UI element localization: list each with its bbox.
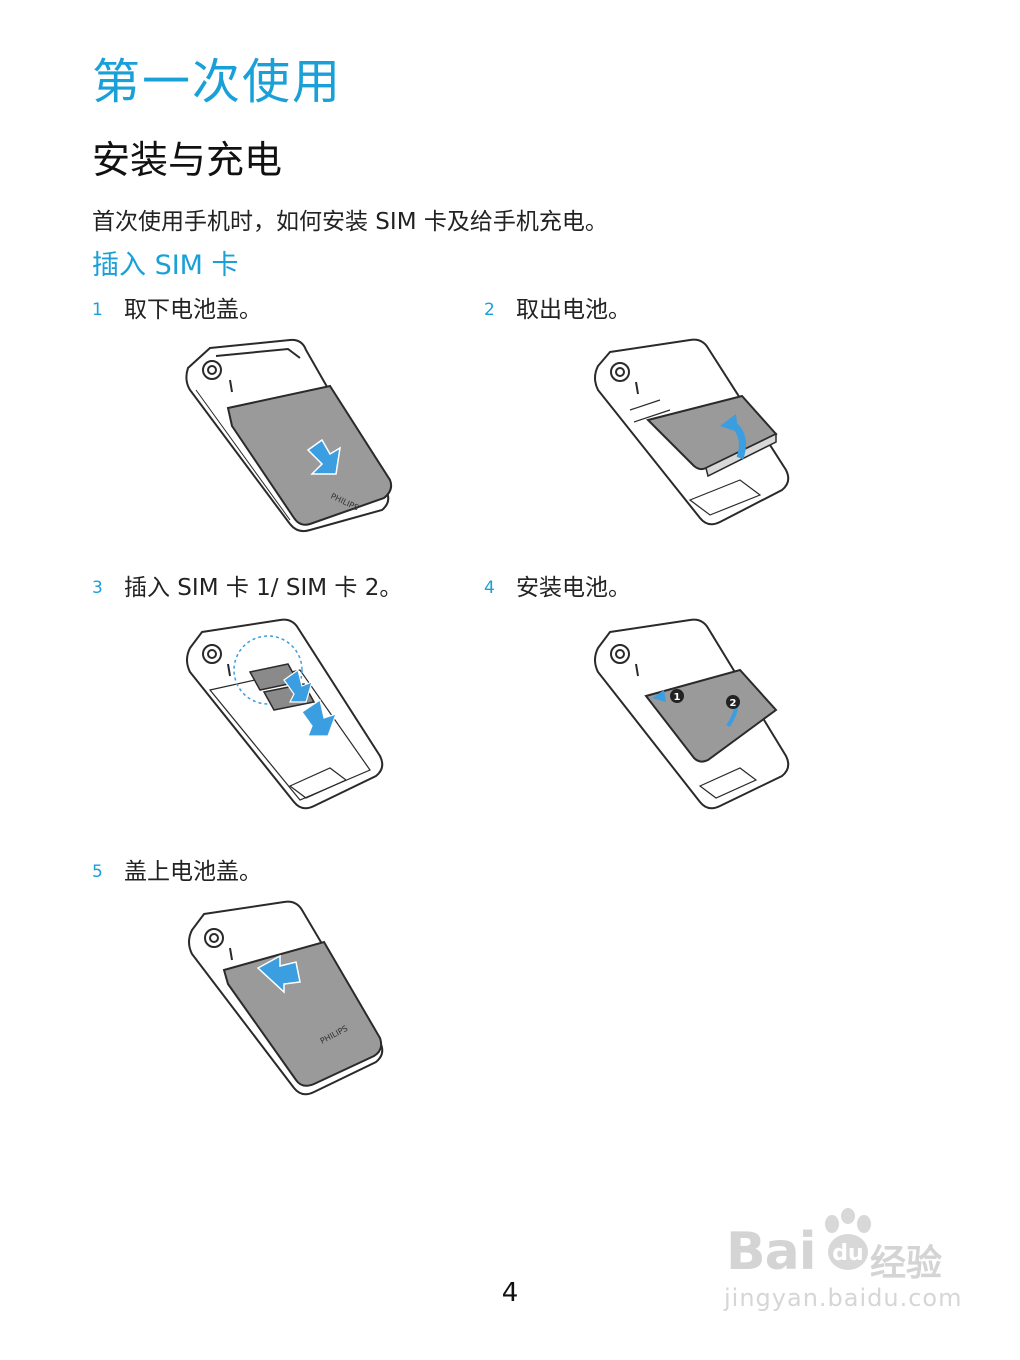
section-title: 安装与充电: [92, 138, 283, 182]
badge-1: [670, 689, 684, 703]
paw-icon: du: [825, 1208, 871, 1270]
step-number: 2: [484, 300, 495, 320]
step-text: 安装电池。: [516, 575, 631, 601]
svg-text:2: 2: [730, 698, 737, 709]
battery-cover-shape: [226, 384, 393, 526]
badge-2: [726, 695, 740, 709]
step-number: 3: [92, 578, 103, 598]
step-4: 4 安装电池。: [484, 568, 631, 602]
arrow-icon: [652, 690, 666, 702]
step-number: 1: [92, 300, 103, 320]
step-number: 5: [92, 862, 103, 882]
attach-back-cover-illustration: PHILIPS: [188, 900, 384, 1096]
insert-battery-illustration: 1 2: [594, 618, 790, 810]
intro-text: 首次使用手机时，如何安装 SIM 卡及给手机充电。: [92, 209, 608, 235]
battery-shape: [646, 394, 778, 471]
battery-shape: [644, 668, 778, 763]
step-3: 3 插入 SIM 卡 1/ SIM 卡 2。: [92, 568, 402, 602]
svg-text:du: du: [832, 1241, 863, 1266]
step-1: 1 取下电池盖。: [92, 290, 262, 324]
insert-sim-cards-illustration: [186, 618, 384, 810]
subsection-title: 插入 SIM 卡: [92, 250, 239, 281]
step-number: 4: [484, 578, 495, 598]
remove-back-cover-illustration: PHILIPS: [185, 338, 393, 533]
baidu-watermark: Bai du 经验 jingyan.baidu.com: [720, 1208, 970, 1318]
page-number: 4: [501, 1278, 519, 1308]
step-5: 5 盖上电池盖。: [92, 852, 262, 886]
watermark-brand: Bai: [726, 1222, 817, 1282]
step-text: 取出电池。: [516, 297, 631, 323]
watermark-url: jingyan.baidu.com: [724, 1284, 963, 1312]
battery-cover-shape: [222, 940, 383, 1087]
arrow-icon: [306, 438, 341, 475]
watermark-suffix: 经验: [870, 1243, 943, 1284]
step-text: 插入 SIM 卡 1/ SIM 卡 2。: [124, 575, 403, 601]
arrow-icon: [283, 668, 313, 703]
arrow-icon: [301, 699, 337, 737]
remove-battery-illustration: [594, 338, 790, 526]
step-text: 取下电池盖。: [124, 297, 262, 323]
step-2: 2 取出电池。: [484, 290, 631, 324]
step-text: 盖上电池盖。: [124, 859, 262, 885]
svg-text:1: 1: [674, 692, 681, 703]
zoom-circle: [233, 635, 303, 705]
page-title: 第一次使用: [92, 54, 343, 110]
arrow-icon: [256, 954, 301, 994]
